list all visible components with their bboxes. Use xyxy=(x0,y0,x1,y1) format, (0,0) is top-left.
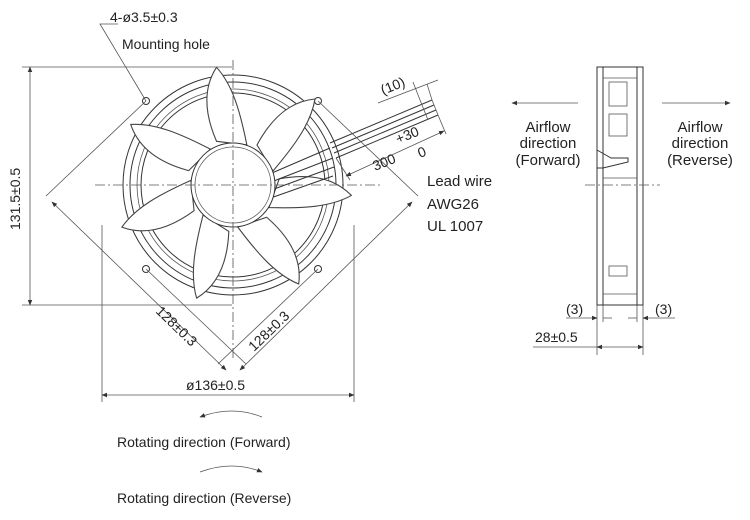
front-view xyxy=(95,60,380,360)
lead-wire xyxy=(329,79,447,181)
awg-label: AWG26 xyxy=(427,196,479,213)
lead-exit xyxy=(596,149,629,169)
support-spoke xyxy=(264,175,334,201)
airflow-forward-line1: Airflow xyxy=(525,119,570,136)
diagonal-dimensions xyxy=(45,100,419,371)
diameter-label: ø136±0.5 xyxy=(186,377,245,393)
side-left-dimension-label: (3) xyxy=(566,301,583,317)
airflow-forward-line2: direction xyxy=(520,135,577,152)
fan-blade xyxy=(130,123,212,172)
mounting-hole-leader xyxy=(99,23,147,102)
rotate-reverse-arrow xyxy=(199,465,263,473)
mounting-hole-top-left xyxy=(142,97,150,105)
mounting-spec-label: 4-ø3.5±0.3 xyxy=(110,9,178,25)
lead-wire-label: Lead wire xyxy=(427,173,492,190)
airflow-forward-line3: (Forward) xyxy=(515,152,580,169)
support-spoke xyxy=(264,147,331,177)
airflow-reverse-line1: Airflow xyxy=(677,119,722,136)
support-spoke xyxy=(265,157,334,185)
rotate-forward-arrow xyxy=(199,410,263,418)
support-spoke xyxy=(265,166,335,193)
side-view xyxy=(511,66,731,355)
airflow-reverse-line2: direction xyxy=(672,135,729,152)
airflow-reverse-line3: (Reverse) xyxy=(667,152,733,169)
side-right-dimension-label: (3) xyxy=(655,301,672,317)
rotating-reverse-label: Rotating direction (Reverse) xyxy=(117,490,291,506)
mounting-hole-label: Mounting hole xyxy=(122,36,210,52)
diagonal-left-label: 128±0.3 xyxy=(153,303,201,350)
diagonal-right-label: 128±0.3 xyxy=(245,307,293,354)
lead-length-small-label: (10) xyxy=(378,74,407,98)
lead-tolerance-zero: 0 xyxy=(415,143,428,161)
height-dimension-label: 131.5±0.5 xyxy=(7,168,23,230)
ul-label: UL 1007 xyxy=(427,218,483,235)
rotating-forward-label: Rotating direction (Forward) xyxy=(117,434,291,450)
rotation-arrows xyxy=(199,410,263,473)
fan-blade xyxy=(256,98,316,172)
diameter-dimension xyxy=(101,225,355,402)
thickness-label: 28±0.5 xyxy=(535,329,578,345)
